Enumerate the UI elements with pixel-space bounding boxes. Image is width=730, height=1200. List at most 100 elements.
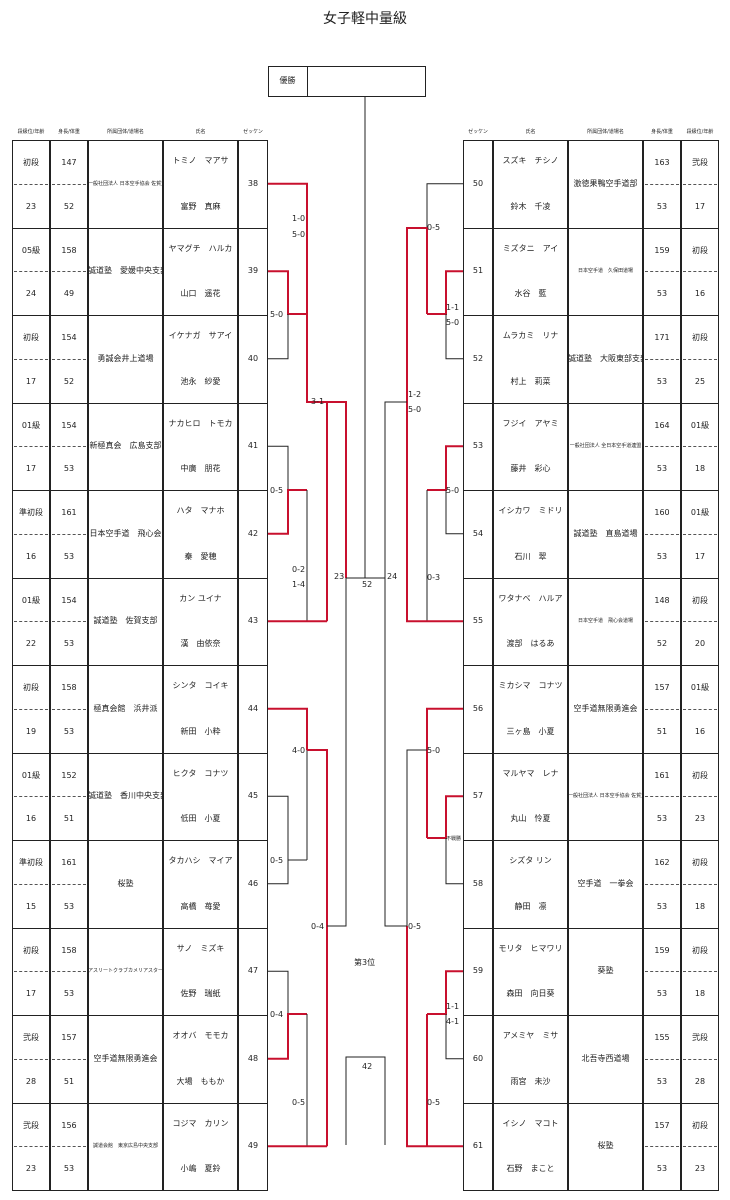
zekken-number: 39 (247, 266, 259, 276)
row-divider (645, 708, 679, 710)
winner-path (327, 401, 347, 578)
name-kanji: 富野 真麻 (180, 201, 221, 211)
row-divider (52, 533, 86, 535)
weight: 49 (63, 289, 75, 299)
row-divider (14, 271, 48, 273)
rank: 初段 (692, 770, 708, 780)
zekken-number: 56 (472, 703, 484, 713)
affiliation: 空手道無限勇進会 (93, 1053, 158, 1063)
name-kanji: 大場 ももか (176, 1076, 225, 1086)
score: 4-0 (292, 746, 306, 755)
age: 20 (694, 639, 706, 649)
name-kana: ヒクタ コナツ (172, 768, 229, 778)
winner-path (268, 270, 307, 315)
height: 163 (654, 158, 670, 167)
rank: 弐段 (692, 158, 708, 167)
row-divider (645, 883, 679, 885)
row-divider (14, 446, 48, 448)
name-kanji: 三ヶ島 小夏 (506, 726, 555, 736)
affiliation: 勇誠会井上道場 (97, 353, 154, 363)
height: 159 (654, 245, 670, 255)
name-kanji: 池永 紗愛 (180, 376, 221, 386)
age: 23 (694, 1164, 706, 1174)
score: 0-5 (270, 486, 284, 495)
weight: 51 (656, 726, 668, 736)
row-divider (645, 1058, 679, 1060)
bracket-line (268, 859, 307, 885)
affiliation: 誠道塾 愛媛中央支部 (88, 266, 163, 276)
winner-path (427, 445, 463, 491)
rank: 準初段 (19, 508, 43, 517)
table-cell (88, 1102, 163, 1191)
row-divider (14, 971, 48, 973)
row-divider (683, 533, 717, 535)
name-kana: ミズタニ アイ (502, 243, 559, 253)
row-divider (52, 708, 86, 710)
row-divider (683, 358, 717, 360)
zekken-number: 55 (472, 616, 484, 626)
header-body-right: 身長/体重 (651, 129, 673, 135)
rank: 01級 (690, 508, 710, 517)
zekken-number: 58 (472, 878, 484, 888)
rank: 初段 (692, 595, 708, 605)
bracket-line (268, 795, 289, 860)
affiliation: 桜塾 (117, 878, 134, 888)
age: 28 (694, 1076, 706, 1086)
zekken-number: 52 (472, 353, 484, 363)
weight: 52 (656, 639, 668, 649)
row-divider (683, 971, 717, 973)
header-affil-left: 所属団体/道場名 (107, 129, 144, 135)
age: 24 (25, 289, 37, 299)
bracket-line (268, 314, 289, 360)
match-number-52: 52 (362, 580, 373, 589)
name-kana: ヤマグチ ハルカ (168, 243, 233, 253)
weight: 52 (63, 201, 75, 211)
zekken-number: 38 (247, 178, 259, 188)
winner-path (426, 707, 463, 750)
bracket-line (327, 578, 347, 927)
zekken-number: 46 (247, 878, 259, 888)
affiliation: 激徳果鴨空手道部 (573, 178, 638, 188)
zekken-number: 53 (472, 441, 484, 451)
age: 16 (694, 726, 706, 736)
weight: 53 (63, 464, 75, 474)
rank: 05級 (21, 245, 41, 255)
winner-path (268, 1013, 307, 1060)
affiliation: アスリートクラブカメリアスター (88, 968, 163, 975)
affiliation: 一般社団法人 全日本空手道連盟 (569, 443, 642, 450)
row-divider (645, 446, 679, 448)
name-kana: アメミヤ ミサ (502, 1031, 559, 1040)
height: 157 (654, 1120, 670, 1130)
bracket-line (365, 401, 407, 579)
affiliation: 誠道塾 佐賀支部 (93, 616, 158, 626)
rank: 01級 (21, 595, 41, 605)
zekken-number: 44 (247, 703, 259, 713)
row-divider (645, 971, 679, 973)
rank: 初段 (23, 683, 39, 692)
row-divider (683, 183, 717, 185)
name-kana: ムラカミ リナ (502, 331, 559, 340)
name-kana: イシカワ ミドリ (498, 506, 563, 515)
row-divider (14, 1058, 48, 1060)
name-kana: オオバ モモカ (172, 1031, 229, 1040)
rank: 初段 (692, 858, 708, 867)
height: 158 (61, 245, 77, 255)
name-kana: スズキ チシノ (502, 156, 559, 165)
rank: 初段 (692, 333, 708, 342)
weight: 53 (656, 901, 668, 911)
name-kanji: 村上 莉菜 (510, 376, 551, 386)
weight: 53 (656, 989, 668, 999)
row-divider (52, 1146, 86, 1148)
height: 152 (61, 770, 77, 780)
row-divider (683, 271, 717, 273)
score: 5-0 (408, 405, 422, 414)
name-kana: タカハシ マイア (168, 856, 233, 865)
age: 23 (25, 201, 37, 211)
age: 23 (694, 814, 706, 824)
affiliation: 新極真会 広島支部 (89, 441, 162, 451)
winner-path (307, 749, 328, 926)
affiliation: 空手道無限勇進会 (573, 703, 638, 713)
height: 154 (61, 595, 77, 605)
row-divider (52, 971, 86, 973)
name-kana: ミカシマ コナツ (498, 681, 563, 690)
